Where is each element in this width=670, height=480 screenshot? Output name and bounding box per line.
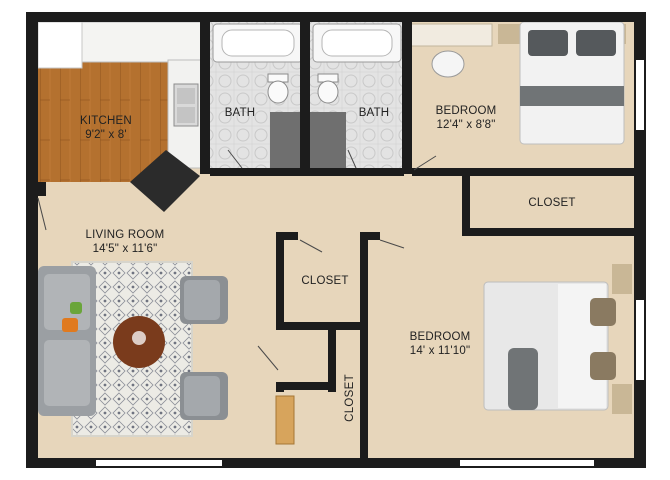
throw-blanket (508, 348, 538, 410)
bath-right-name: BATH (358, 107, 390, 119)
kitchen-floor-shape (38, 60, 168, 182)
kitchen-size: 9'2" x 8' (85, 129, 127, 141)
pillow (528, 30, 568, 56)
bed-runner (520, 86, 624, 106)
label-closet-right: CLOSET (510, 196, 594, 210)
nightstand-left (498, 24, 520, 44)
living-room-size: 14'5" x 11'6" (92, 243, 158, 255)
door-swings (37, 149, 437, 371)
label-bath-right: BATH (346, 106, 402, 120)
closet-mid-name: CLOSET (301, 275, 349, 287)
orange-pillow (62, 318, 78, 332)
label-bedroom-top: BEDROOM 12'4" x 8'8" (416, 104, 516, 132)
green-pillow (70, 302, 82, 314)
stove (130, 150, 200, 212)
closet-vertical-name: CLOSET (344, 374, 356, 422)
label-bedroom-bottom: BEDROOM 14' x 11'10" (390, 330, 490, 358)
vanity-right (310, 112, 346, 170)
chair-top-bedroom (431, 50, 465, 78)
bedroom-top-name: BEDROOM (435, 105, 497, 117)
kitchen-name: KITCHEN (80, 115, 132, 127)
label-living-room: LIVING ROOM 14'5" x 11'6" (70, 228, 180, 256)
windows (96, 60, 644, 466)
refrigerator (37, 21, 83, 69)
bedroom-bottom-name: BEDROOM (409, 331, 471, 343)
pillow (590, 352, 616, 380)
label-closet-vertical: CLOSET (344, 368, 356, 428)
pillow (590, 298, 616, 326)
closet-right-name: CLOSET (528, 197, 576, 209)
bedroom-bottom-size: 14' x 11'10" (409, 345, 471, 357)
pillow (576, 30, 616, 56)
nightstand-top-right (612, 264, 632, 294)
living-room-name: LIVING ROOM (85, 229, 165, 241)
bedroom-top-size: 12'4" x 8'8" (436, 119, 496, 131)
nightstand-bottom-right (612, 384, 632, 414)
desk (409, 23, 493, 47)
label-bath-left: BATH (212, 106, 268, 120)
bath-left-name: BATH (224, 107, 256, 119)
shelf (275, 395, 295, 445)
label-kitchen: KITCHEN 9'2" x 8' (56, 114, 156, 142)
label-closet-mid: CLOSET (290, 274, 360, 288)
